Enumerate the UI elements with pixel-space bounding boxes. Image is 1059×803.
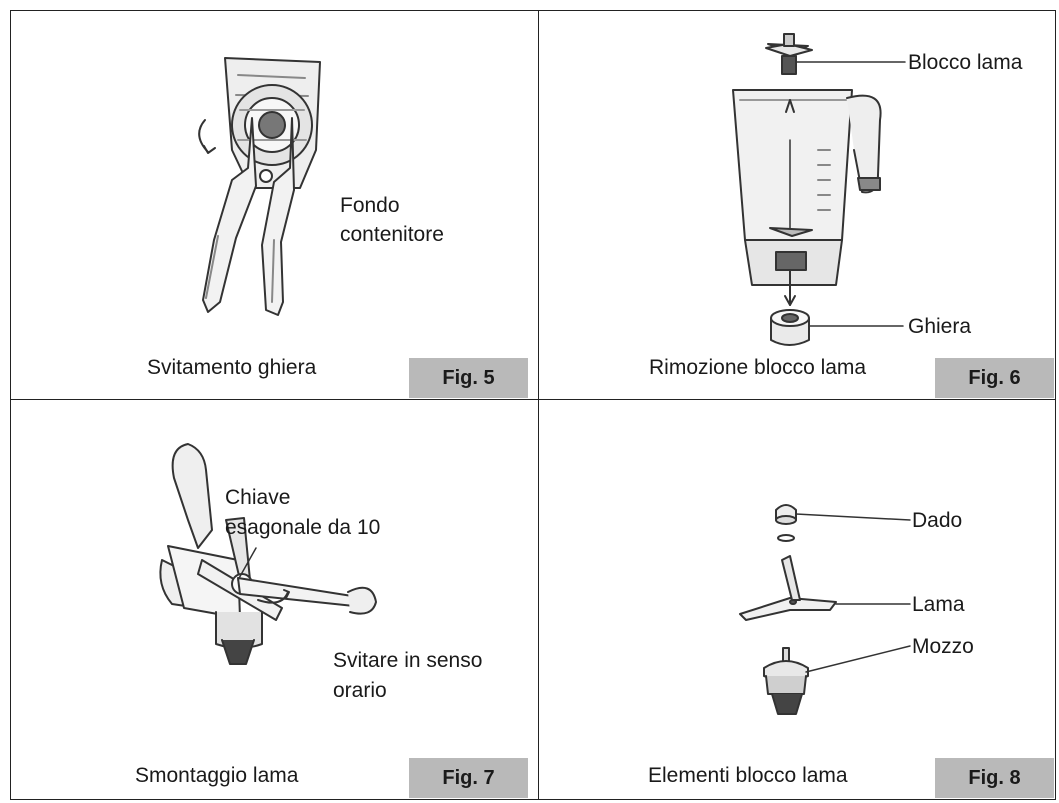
label-ghiera: Ghiera xyxy=(908,314,971,339)
caption-fig7: Smontaggio lama xyxy=(135,764,298,788)
label-esagonale: esagonale da 10 xyxy=(225,515,380,540)
fig-number-8: Fig. 8 xyxy=(935,758,1054,798)
caption-fig8: Elementi blocco lama xyxy=(648,764,848,788)
exploded-parts-illustration xyxy=(740,505,910,714)
label-contenitore: contenitore xyxy=(340,222,444,247)
fig-number-6: Fig. 6 xyxy=(935,358,1054,398)
fig-number-7: Fig. 7 xyxy=(409,758,528,798)
label-mozzo: Mozzo xyxy=(912,634,974,659)
caption-fig5: Svitamento ghiera xyxy=(147,356,316,380)
caption-fig6: Rimozione blocco lama xyxy=(649,356,866,380)
ring-nut-illustration xyxy=(771,310,903,345)
jar-bottom-illustration xyxy=(199,58,320,188)
blade-assembly-illustration xyxy=(766,34,905,74)
label-fondo: Fondo xyxy=(340,193,400,218)
label-lama: Lama xyxy=(912,592,965,617)
label-orario: orario xyxy=(333,678,387,703)
label-dado: Dado xyxy=(912,508,962,533)
fig-number-5: Fig. 5 xyxy=(409,358,528,398)
label-chiave: Chiave xyxy=(225,485,290,510)
label-svitare: Svitare in senso xyxy=(333,648,482,673)
blender-jar-illustration xyxy=(733,90,881,305)
label-blocco-lama: Blocco lama xyxy=(908,50,1022,75)
